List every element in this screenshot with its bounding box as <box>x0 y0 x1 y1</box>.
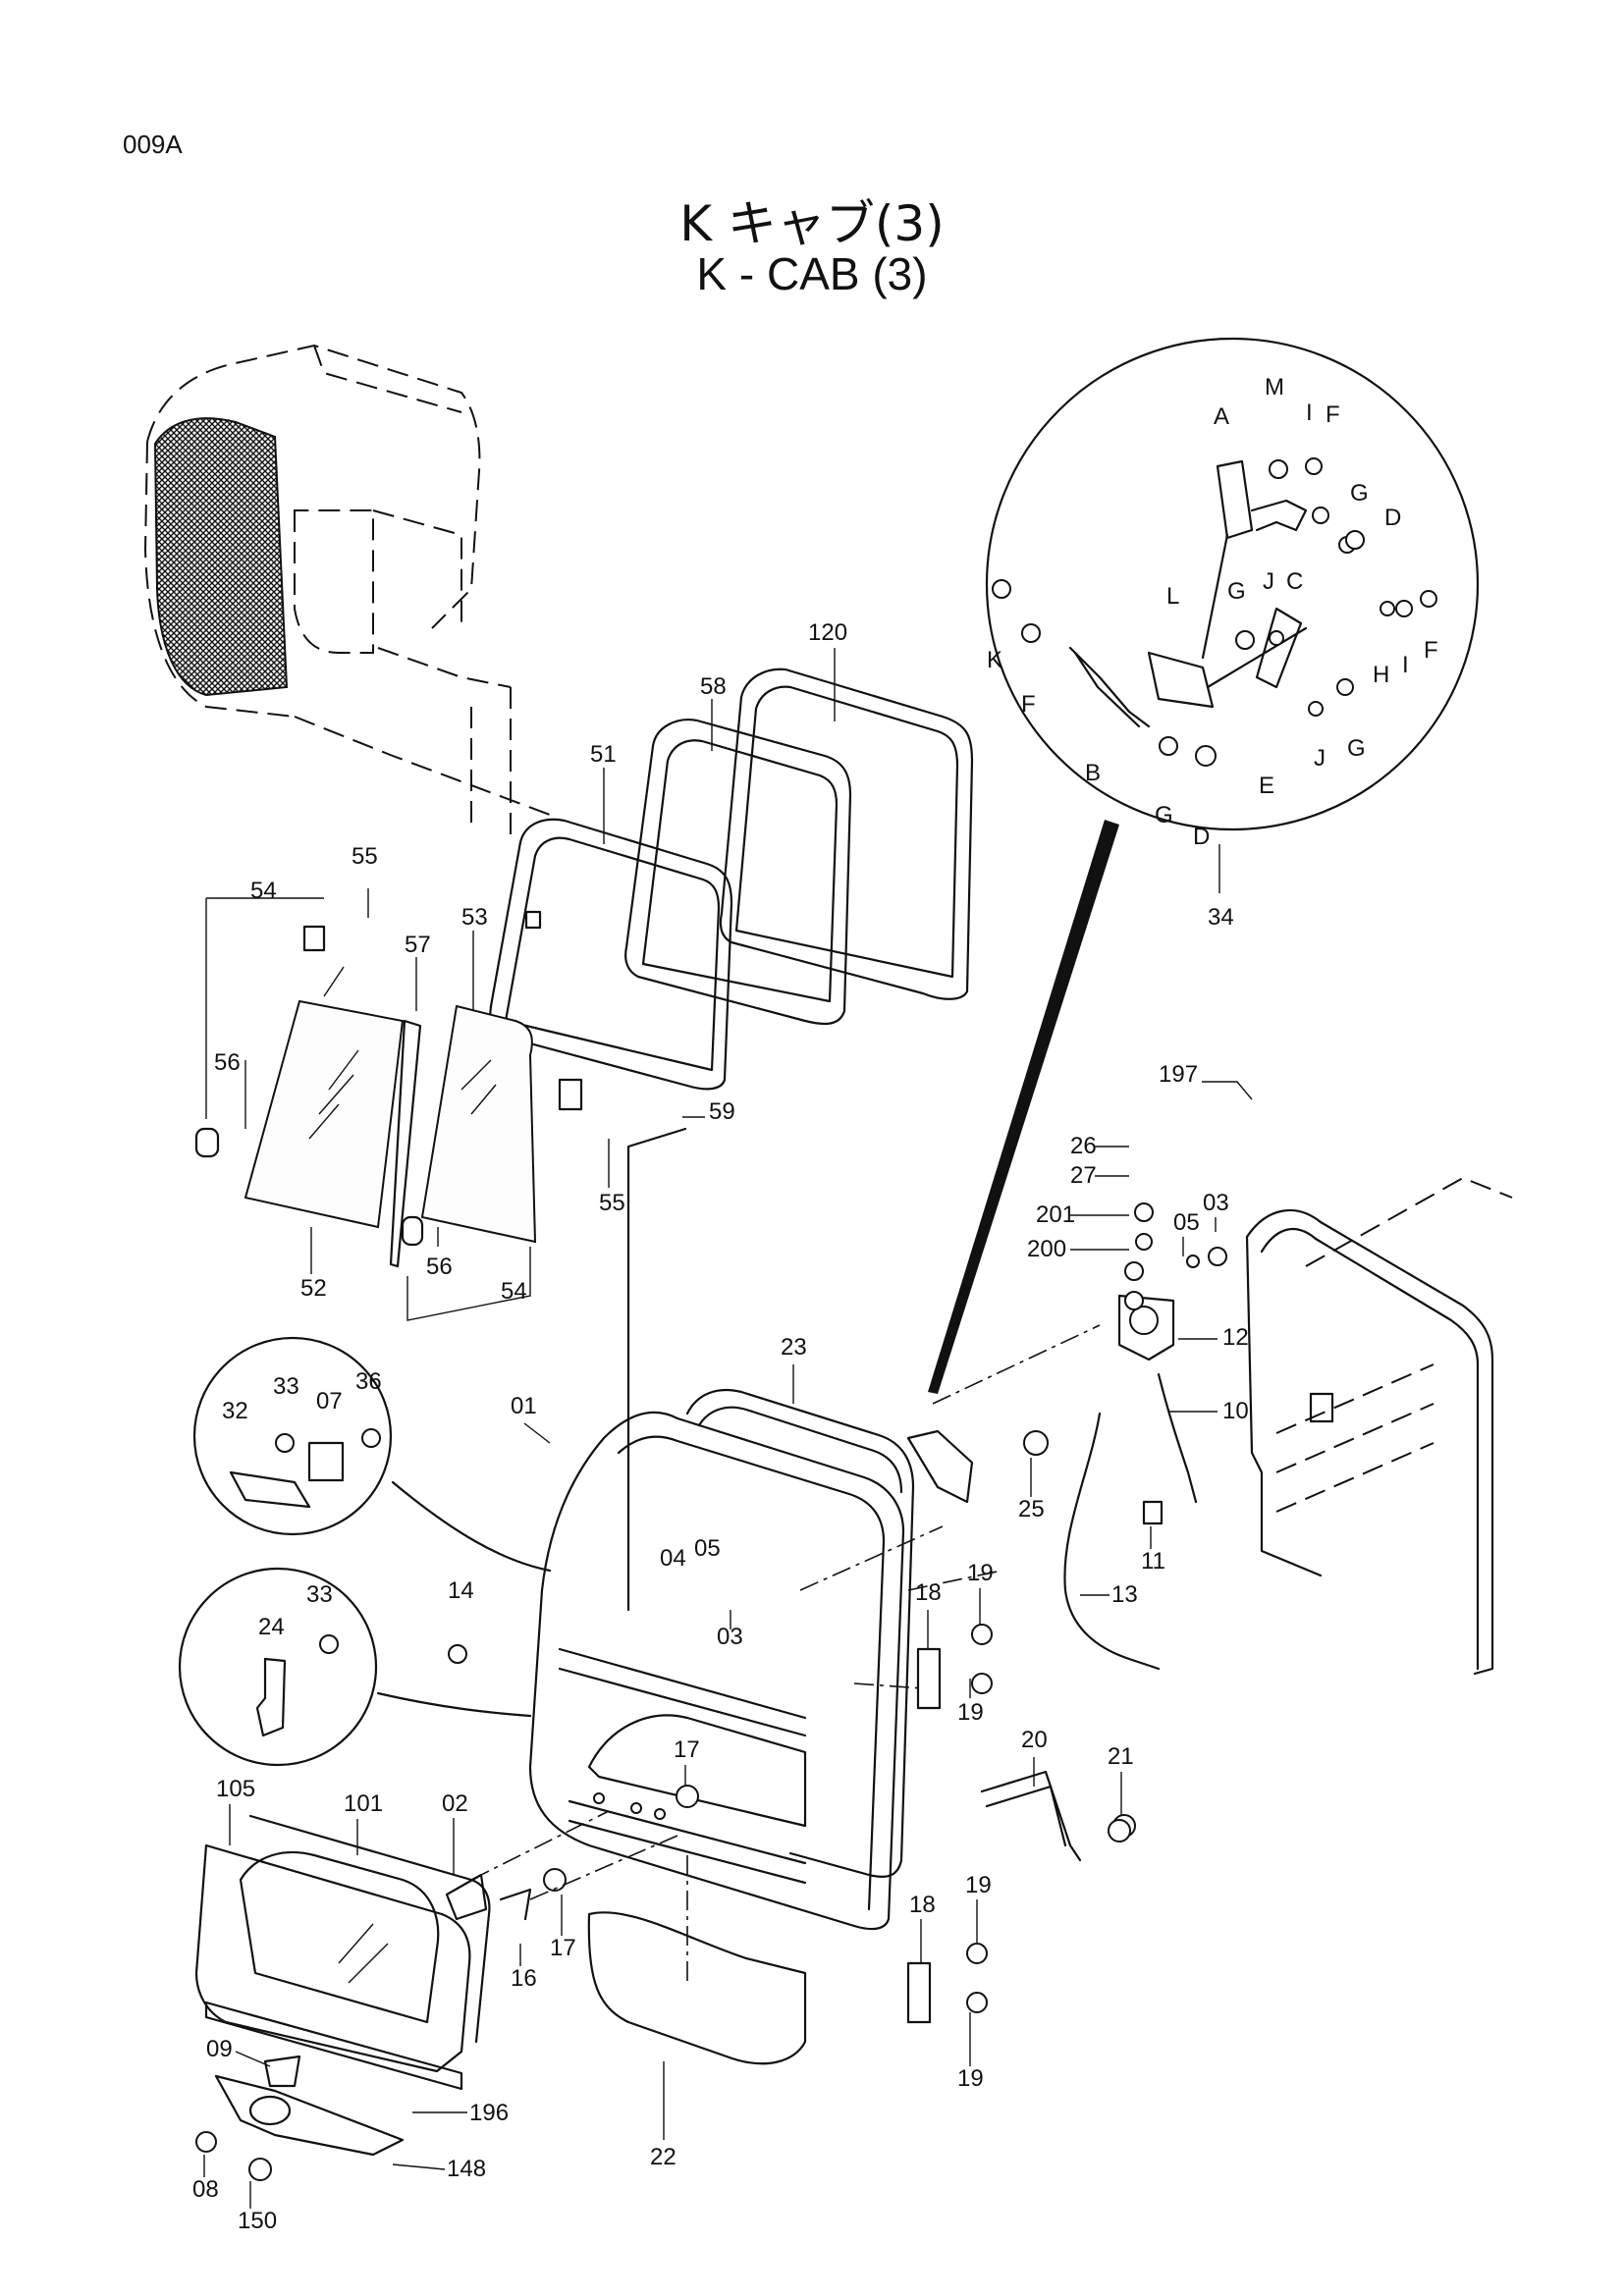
callout-08: 08 <box>192 2176 219 2203</box>
callout-18: 18 <box>915 1579 942 1606</box>
detail-label: G <box>1155 802 1173 828</box>
callout-03: 03 <box>1203 1190 1229 1216</box>
callout-04: 04 <box>660 1545 686 1572</box>
callout-150: 150 <box>238 2208 277 2234</box>
callout-19: 19 <box>957 2065 984 2092</box>
callout-196: 196 <box>469 2100 509 2126</box>
callout-14: 14 <box>448 1577 474 1604</box>
detail-label: I <box>1402 652 1409 678</box>
callout-56: 56 <box>426 1254 453 1280</box>
detail-label: D <box>1193 824 1210 850</box>
callout-24: 24 <box>258 1614 285 1640</box>
callout-54: 54 <box>501 1278 527 1305</box>
callout-22: 22 <box>650 2144 677 2170</box>
callout-25: 25 <box>1018 1496 1045 1522</box>
callout-19: 19 <box>967 1560 994 1586</box>
detail-label: M <box>1265 374 1284 400</box>
detail-label: D <box>1384 505 1401 531</box>
callout-26: 26 <box>1070 1133 1097 1159</box>
detail-label: I <box>1306 400 1313 426</box>
detail-label: A <box>1214 403 1229 430</box>
callout-09: 09 <box>206 2036 233 2062</box>
callout-201: 201 <box>1036 1201 1075 1228</box>
detail-label: F <box>1326 401 1340 428</box>
callout-55: 55 <box>352 843 378 870</box>
door-assembly <box>528 1388 915 1931</box>
callout-21: 21 <box>1108 1743 1134 1770</box>
cab-outline <box>143 344 551 844</box>
page-title-japanese: K キャブ(3) <box>679 195 945 252</box>
detail-circle-34: A M I F G D C L G J K F B G D E J G H I … <box>928 337 1480 1394</box>
callout-101: 101 <box>344 1790 383 1817</box>
callout-05: 05 <box>1173 1209 1200 1236</box>
detail-label: K <box>987 647 1002 673</box>
callout-12: 12 <box>1222 1324 1249 1351</box>
callout-27: 27 <box>1070 1162 1097 1189</box>
callout-20: 20 <box>1021 1727 1048 1753</box>
callout-05: 05 <box>694 1535 721 1562</box>
detail-label: E <box>1259 773 1274 799</box>
callout-07: 07 <box>316 1388 343 1415</box>
detail-label: H <box>1373 662 1389 688</box>
detail-label: G <box>1227 578 1246 605</box>
lower-door-trim <box>194 1785 1131 2181</box>
callout-53: 53 <box>461 904 488 931</box>
callout-120: 120 <box>808 619 847 646</box>
page-title-english: K - CAB (3) <box>696 248 928 299</box>
callout-59: 59 <box>709 1098 735 1125</box>
callout-57: 57 <box>405 932 431 958</box>
detail-label: L <box>1166 583 1179 610</box>
callout-17: 17 <box>550 1935 576 1961</box>
callout-200: 200 <box>1027 1236 1066 1262</box>
callout-17: 17 <box>674 1736 700 1763</box>
callout-51: 51 <box>590 741 617 768</box>
inset-circles <box>178 1336 552 1767</box>
callout-13: 13 <box>1111 1581 1138 1608</box>
callout-33: 33 <box>306 1581 333 1608</box>
detail-label: F <box>1021 691 1036 718</box>
callout-19: 19 <box>965 1872 992 1898</box>
detail-label: C <box>1286 568 1303 595</box>
callout-56: 56 <box>214 1049 241 1076</box>
detail-label: B <box>1085 760 1101 786</box>
callout-16: 16 <box>511 1965 537 1992</box>
callout-197: 197 <box>1159 1061 1198 1088</box>
callout-54: 54 <box>250 878 277 904</box>
page-code: 009A <box>123 130 183 159</box>
window-frames <box>489 667 974 1612</box>
callout-58: 58 <box>700 673 727 700</box>
callout-55: 55 <box>599 1190 625 1216</box>
callout-52: 52 <box>300 1275 327 1302</box>
callout-10: 10 <box>1222 1398 1249 1424</box>
callout-105: 105 <box>216 1776 255 1802</box>
callout-148: 148 <box>447 2156 486 2182</box>
callout-labels: 120 58 51 55 54 57 53 56 59 55 52 56 54 … <box>192 619 1249 2234</box>
callout-36: 36 <box>355 1368 382 1395</box>
detail-label: G <box>1347 735 1366 762</box>
callout-02: 02 <box>442 1790 468 1817</box>
detail-label: J <box>1263 568 1274 595</box>
callout-11: 11 <box>1141 1548 1165 1575</box>
detail-label: G <box>1350 480 1369 507</box>
callout-19: 19 <box>957 1699 984 1726</box>
leader-lines <box>203 648 1253 2209</box>
callout-18: 18 <box>909 1892 936 1918</box>
cab-frame-197 <box>1245 1176 1513 1676</box>
callout-33: 33 <box>273 1373 299 1400</box>
callout-34: 34 <box>1208 904 1234 931</box>
callout-32: 32 <box>222 1398 248 1424</box>
callout-01: 01 <box>511 1393 537 1419</box>
callout-23: 23 <box>781 1334 807 1361</box>
detail-label: J <box>1314 745 1326 772</box>
lock-mechanism <box>799 1202 1227 2024</box>
detail-label: F <box>1424 637 1438 664</box>
side-glass-assembly <box>194 897 583 1321</box>
